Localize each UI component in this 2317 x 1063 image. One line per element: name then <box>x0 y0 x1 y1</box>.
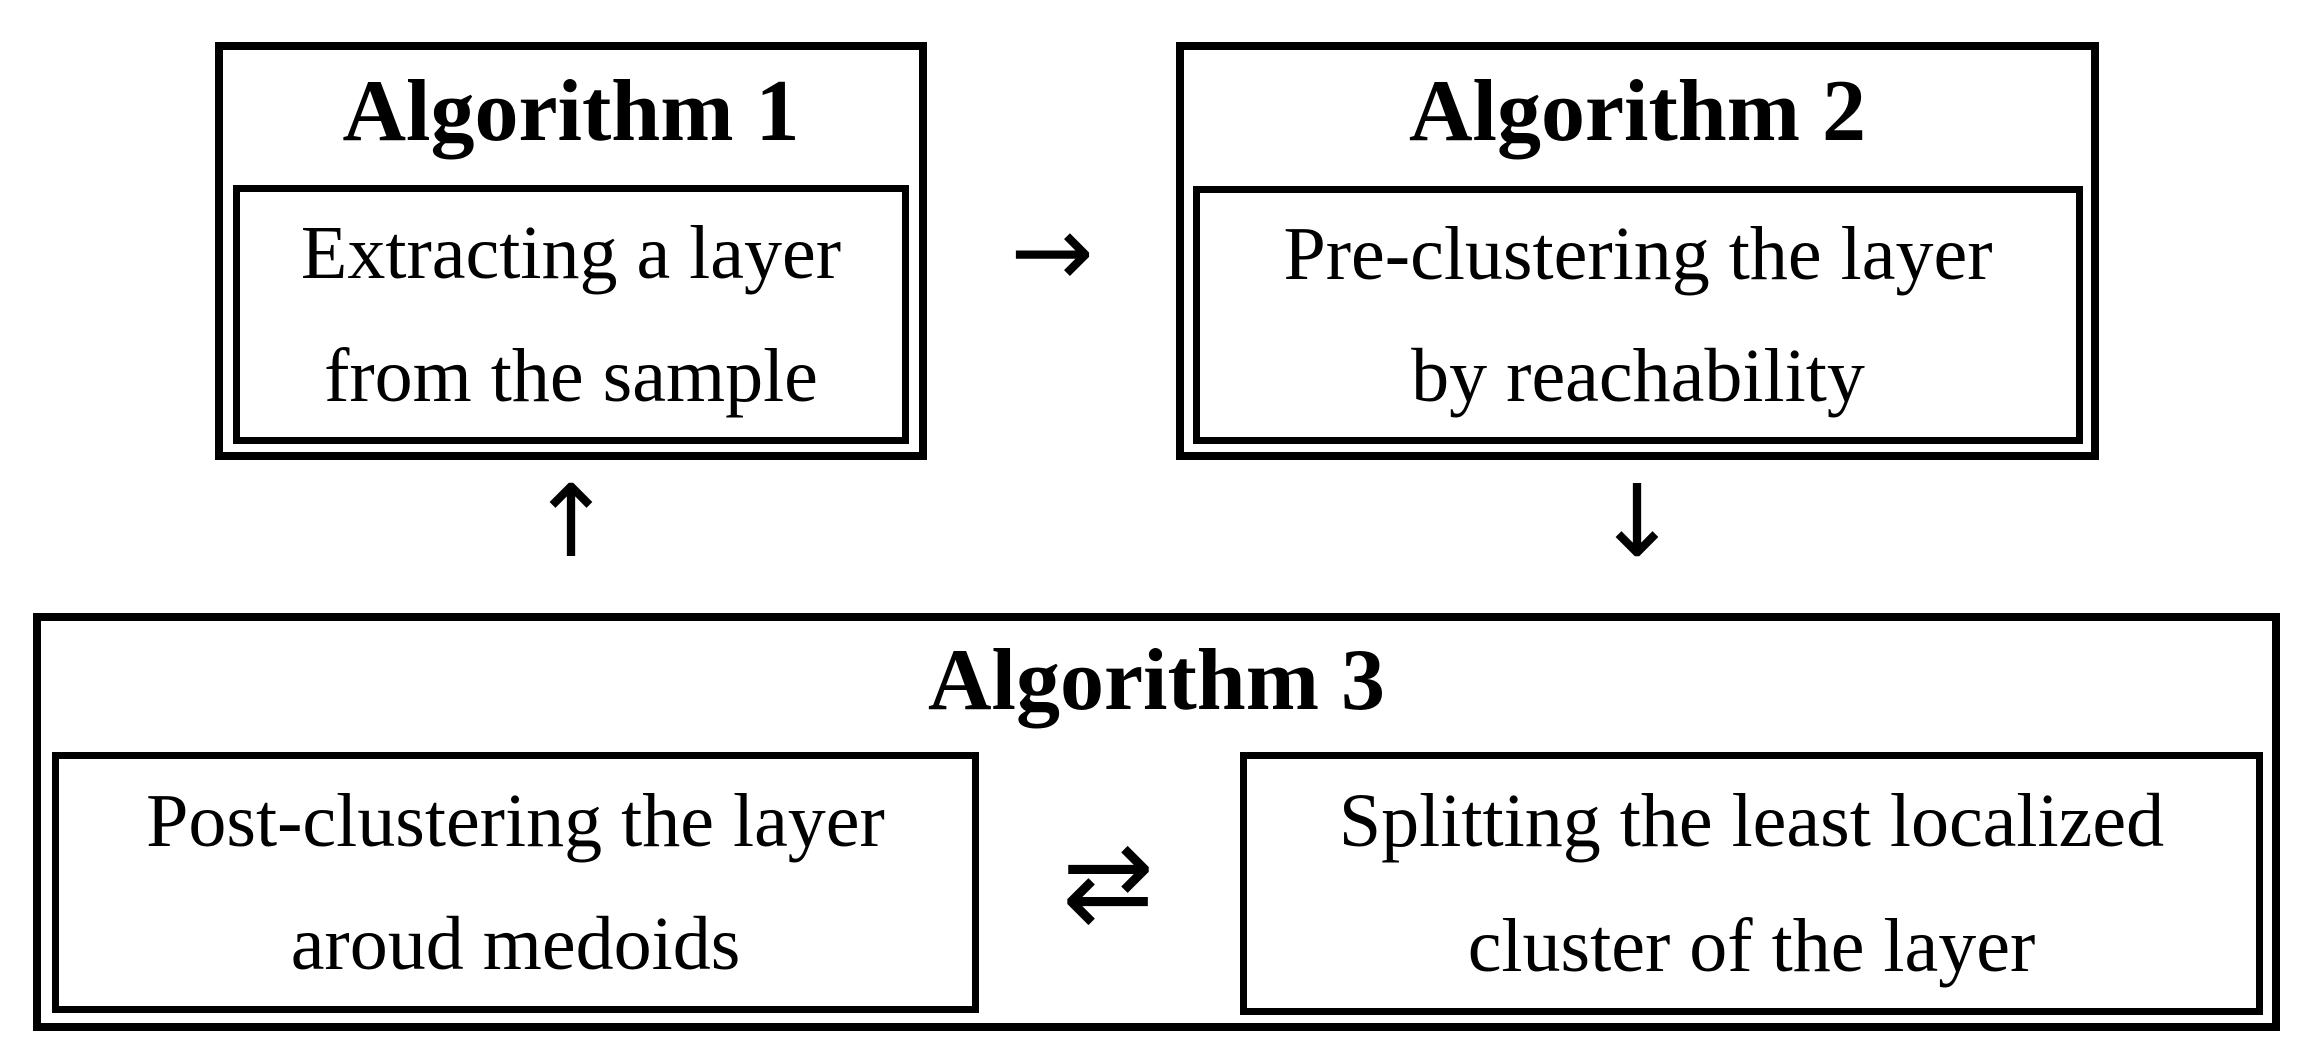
algorithm-1-box: Algorithm 1 Extracting a layer from the … <box>215 42 927 460</box>
swap-arrows-icon: ⇄ <box>1061 818 1155 946</box>
step-line: Pre-clustering the layer <box>1283 212 1993 296</box>
step-line: by reachability <box>1411 334 1865 418</box>
step-line: cluster of the layer <box>1467 903 2036 988</box>
step-line: Extracting a layer <box>300 211 842 296</box>
algorithm-1-step-box: Extracting a layer from the sample <box>233 185 909 444</box>
algorithm-1-title: Algorithm 1 <box>342 63 800 160</box>
algorithm-3-box: Algorithm 3 Post-clustering the layer ar… <box>33 613 2280 1031</box>
step-line: Splitting the least localized <box>1338 779 2165 864</box>
algorithm-2-step-box: Pre-clustering the layer by reachability <box>1193 186 2083 444</box>
algorithm-3-title: Algorithm 3 <box>927 632 1386 729</box>
algorithm-2-title: Algorithm 2 <box>1408 63 1867 160</box>
step-line: from the sample <box>324 333 818 418</box>
post-clustering-step-box: Post-clustering the layer aroud medoids <box>52 752 979 1013</box>
step-line: aroud medoids <box>290 902 741 987</box>
step-line: Post-clustering the layer <box>146 778 885 863</box>
splitting-step-box: Splitting the least localized cluster of… <box>1240 752 2263 1015</box>
up-arrow-icon: ↑ <box>529 463 613 580</box>
algorithm-2-box: Algorithm 2 Pre-clustering the layer by … <box>1176 42 2099 460</box>
down-arrow-icon: ↓ <box>1595 463 1679 580</box>
right-arrow-icon: → <box>1010 193 1094 310</box>
